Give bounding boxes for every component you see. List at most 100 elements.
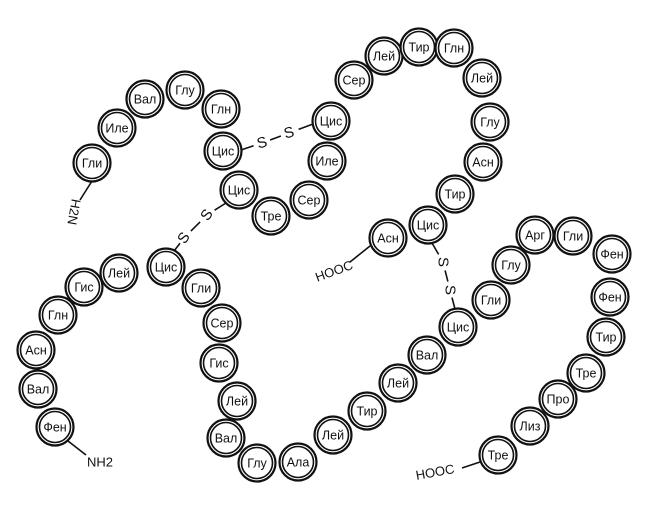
residue-label: Гис [209, 357, 228, 371]
disulfide-bond-0 [298, 123, 314, 131]
amino-acid-residue: Гли [553, 216, 593, 256]
chain-b-c-terminus: HOOC [414, 461, 455, 483]
residue-label: Асн [377, 232, 399, 246]
sulfur-atom-label: S [197, 206, 217, 224]
amino-acid-residue: Тир [586, 317, 626, 357]
residue-label: Глу [175, 84, 195, 98]
amino-acid-residue: Иле [307, 141, 347, 181]
residue-label: Лей [226, 395, 248, 409]
residue-label: Фен [598, 291, 621, 305]
residue-label: Гис [74, 281, 93, 295]
residue-label: Цис [320, 115, 342, 129]
amino-acid-residue: Лей [378, 363, 418, 403]
sulfur-atom-label: S [282, 123, 296, 142]
sulfur-atom-label: S [255, 133, 269, 152]
residue-label: Гли [563, 230, 583, 244]
residue-label: Сер [298, 194, 321, 208]
amino-acid-residue: Фен [590, 277, 630, 317]
disulfide-bond-2 [444, 270, 449, 282]
amino-acid-residue: Вал [206, 418, 246, 458]
chain-a-c-terminus: HOOC [313, 257, 355, 284]
amino-acid-residue: Лей [462, 58, 502, 98]
residue-label: Глн [48, 309, 68, 323]
amino-acid-residue: Арг [515, 215, 555, 255]
residue-label: Глн [444, 42, 464, 56]
amino-acid-residue: Сер [289, 180, 329, 220]
amino-acid-residue: Глн [201, 89, 241, 129]
residue-label: Вал [27, 383, 50, 397]
residue-label: Вал [134, 93, 157, 107]
residue-label: Цис [417, 219, 439, 233]
residue-label: Глу [247, 457, 267, 471]
amino-acid-residue: Сер [202, 303, 242, 343]
bond-lines [67, 123, 481, 469]
residue-label: Тре [576, 367, 597, 381]
amino-acid-residue: Про [538, 379, 578, 419]
residue-label: Тир [444, 188, 465, 202]
residue-label: Фен [600, 248, 623, 262]
amino-acid-residue: Вал [407, 335, 447, 375]
residue-label: Асн [25, 344, 47, 358]
amino-acid-residue: Тре [478, 435, 518, 475]
amino-acid-residue: Цис [203, 131, 243, 171]
amino-acid-residue: Гли [471, 280, 511, 320]
residue-label: Сер [343, 74, 366, 88]
amino-acid-residue: Глн [434, 28, 474, 68]
residue-label: Ала [287, 456, 310, 470]
amino-acid-residue: Асн [463, 142, 503, 182]
amino-acid-residue: Вал [18, 369, 58, 409]
residue-label: Тир [595, 331, 616, 345]
residue-label: Тре [261, 210, 282, 224]
residue-label: Иле [315, 155, 338, 169]
residue-label: Асн [472, 156, 494, 170]
amino-acid-residue: Фен [35, 407, 75, 447]
residue-label: Цис [447, 321, 469, 335]
residue-label: Сер [211, 317, 234, 331]
sulfur-atom-label: S [442, 285, 459, 295]
amino-acid-residue: Асн [16, 330, 56, 370]
residue-label: Лей [471, 72, 493, 86]
amino-acid-residue: Тре [251, 196, 291, 236]
disulfide-bond-2 [431, 242, 440, 255]
chain-b-c-terminal-bond [461, 461, 481, 469]
residue-label: Лей [108, 267, 130, 281]
amino-acid-residue: Цис [311, 101, 351, 141]
chain-b-n-terminus: NH2 [87, 455, 113, 470]
residue-label: Тре [488, 449, 509, 463]
amino-acid-residue: Глу [470, 102, 510, 142]
amino-acid-residue: Лей [313, 415, 353, 455]
residue-label: Тир [408, 41, 429, 55]
residue-label: Тир [356, 405, 377, 419]
residue-label: Про [547, 393, 570, 407]
amino-acid-residue: Лей [99, 253, 139, 293]
amino-acid-residue: Фен [592, 234, 632, 274]
amino-acid-residue: Тре [566, 353, 606, 393]
residue-label: Гли [481, 294, 501, 308]
disulfide-bond-0 [240, 145, 254, 151]
amino-acid-residue: Тир [347, 391, 387, 431]
residue-label: Лей [322, 429, 344, 443]
amino-acid-residue: Ала [278, 442, 318, 482]
amino-acid-residue: Цис [146, 247, 186, 287]
chain-a: ГлиИлеВалГлуГлнЦисЦисТреСерИлеЦисСерЛейТ… [72, 27, 510, 258]
residue-label: Арг [525, 229, 545, 243]
amino-acid-residue: Тир [435, 174, 475, 214]
amino-acid-residue: Асн [368, 218, 408, 258]
chain-a-c-terminal-bond [349, 245, 371, 263]
residue-label: Фен [43, 421, 66, 435]
residue-label: Иле [105, 122, 128, 136]
residue-label: Гли [82, 157, 102, 171]
disulfide-bond-1 [190, 221, 201, 232]
amino-acid-residue: Иле [97, 108, 137, 148]
residue-label: Глу [480, 116, 500, 130]
amino-acid-residue: Глн [38, 295, 78, 335]
residue-label: Цис [212, 145, 234, 159]
amino-acid-residue: Глу [491, 245, 531, 285]
amino-acid-residue: Цис [408, 205, 448, 245]
residue-label: Глн [211, 103, 231, 117]
amino-acid-residue: Глу [237, 443, 277, 483]
chain-a-n-terminal-bond [79, 180, 93, 201]
disulfide-bond-0 [269, 135, 282, 141]
